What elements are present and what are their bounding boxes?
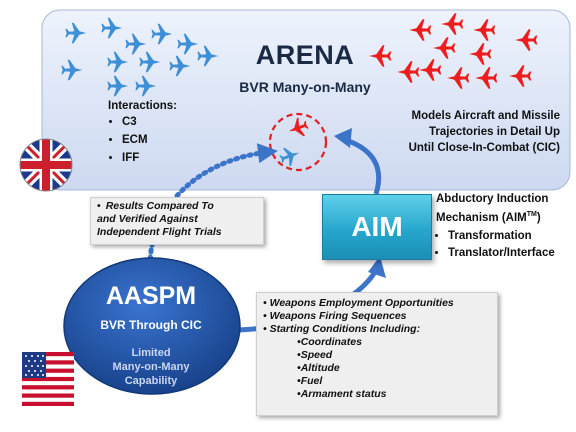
aaspm-to-aim-arrowhead (368, 256, 386, 278)
weapons-item-text: Weapons Employment Opportunities (269, 297, 454, 309)
aaspm-oval (63, 257, 241, 395)
arena-models-text: Models Aircraft and Missile Trajectories… (380, 108, 560, 156)
results-line: Independent Flight Trials (97, 226, 222, 238)
aim-desc-line: Mechanism (AIMTM) (436, 207, 555, 226)
weapons-sub-item: •Altitude (297, 362, 340, 374)
aim-description: Abductory Induction Mechanism (AIMTM) Tr… (436, 192, 555, 263)
aaspm-limited-line: Limited (131, 347, 171, 359)
weapons-item-text: Weapons Firing Sequences (269, 310, 407, 322)
weapons-item-text: Starting Conditions Including: (269, 323, 421, 335)
results-line: and Verified Against (97, 213, 198, 225)
weapons-sub-item-text: Armament status (300, 388, 387, 400)
weapons-sub-item: •Speed (297, 349, 333, 361)
weapons-item: • Weapons Employment Opportunities (263, 297, 454, 309)
interaction-item: IFF (122, 152, 177, 164)
weapons-sub-item-text: Fuel (300, 375, 323, 387)
aaspm-title: AASPM (105, 282, 197, 310)
uk-flag-icon (19, 138, 73, 192)
results-note: • Results Compared To and Verified Agains… (90, 197, 264, 245)
results-line: • Results Compared To (97, 200, 257, 213)
results-line-text: Results Compared To (105, 200, 214, 212)
weapons-item: • Weapons Firing Sequences (263, 310, 407, 322)
interactions-heading: Interactions: (108, 100, 178, 112)
aaspm-subtitle: BVR Through CIC (100, 318, 202, 332)
trademark-mark: TM (526, 211, 537, 218)
models-line: Models Aircraft and Missile (411, 110, 560, 122)
weapons-sub-item: •Armament status (297, 388, 387, 400)
weapons-sub-item-text: Altitude (300, 362, 340, 374)
weapons-note: • Weapons Employment Opportunities • Wea… (256, 292, 498, 416)
bullet: • (97, 200, 101, 212)
aim-bullet: Translator/Interface (448, 246, 555, 261)
aim-desc-prefix: Mechanism (AIM (436, 211, 527, 224)
aim-desc-line: Abductory Induction (436, 193, 549, 205)
interaction-item: ECM (122, 134, 177, 146)
aim-to-arena-arrow (345, 137, 382, 195)
aim-box: AIM (322, 194, 432, 260)
weapons-sub-item-text: Coordinates (300, 336, 362, 348)
interaction-item: C3 (122, 116, 177, 128)
aim-desc-suffix: ) (536, 211, 541, 224)
arena-panel (41, 9, 571, 191)
arena-subtitle: BVR Many-on-Many (239, 79, 371, 95)
models-line: Until Close-In-Combat (CIC) (408, 142, 560, 154)
us-flag-icon (22, 352, 74, 406)
weapons-sub-item: •Fuel (297, 375, 323, 387)
aaspm-limited-line: Capability (124, 375, 178, 387)
aim-bullet: Transformation (448, 229, 555, 244)
weapons-item: • Starting Conditions Including: (263, 323, 421, 335)
interactions-list: Interactions: C3 ECM IFF (108, 100, 177, 170)
weapons-sub-item: •Coordinates (297, 336, 362, 348)
aaspm-limited-line: Many-on-Many (112, 361, 190, 373)
aim-to-arena-arrowhead (334, 128, 352, 148)
models-line: Trajectories in Detail Up (428, 126, 560, 138)
arena-title: ARENA (255, 40, 355, 70)
engagement-circle (268, 112, 328, 172)
weapons-sub-item-text: Speed (300, 349, 333, 361)
aaspm-limited-text: Limited Many-on-Many Capability (86, 346, 216, 388)
